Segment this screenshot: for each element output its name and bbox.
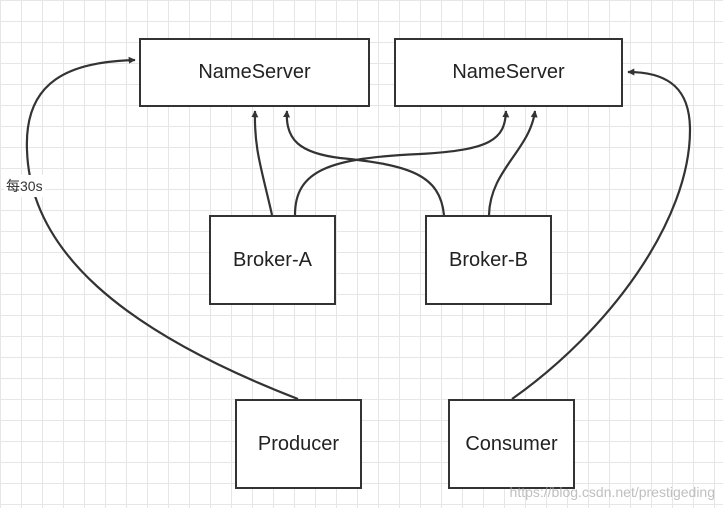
broker-b-label: Broker-B [449,248,528,271]
nameserver-1-label: NameServer [198,61,311,83]
nameserver-2-box: NameServer [394,38,623,107]
nameserver-1-box: NameServer [139,38,370,107]
edge-broker-b-to-nameserver-1 [283,110,446,216]
producer-label: Producer [257,432,340,455]
consumer-label: Consumer [465,432,558,455]
edge-broker-a-to-nameserver-1 [251,110,274,216]
nameserver-2-label: NameServer [452,61,565,83]
watermark: https://blog.csdn.net/prestigeding [509,484,715,500]
edge-broker-b-to-nameserver-2 [487,110,538,216]
edge-broker-a-to-nameserver-2 [293,110,510,216]
broker-b-box: Broker-B [425,215,552,305]
broker-a-label: Broker-A [233,248,312,271]
consumer-box: Consumer [448,399,575,489]
broker-a-box: Broker-A [209,215,336,305]
producer-heartbeat-label: 每30s [4,175,45,197]
producer-box: Producer [235,399,362,489]
